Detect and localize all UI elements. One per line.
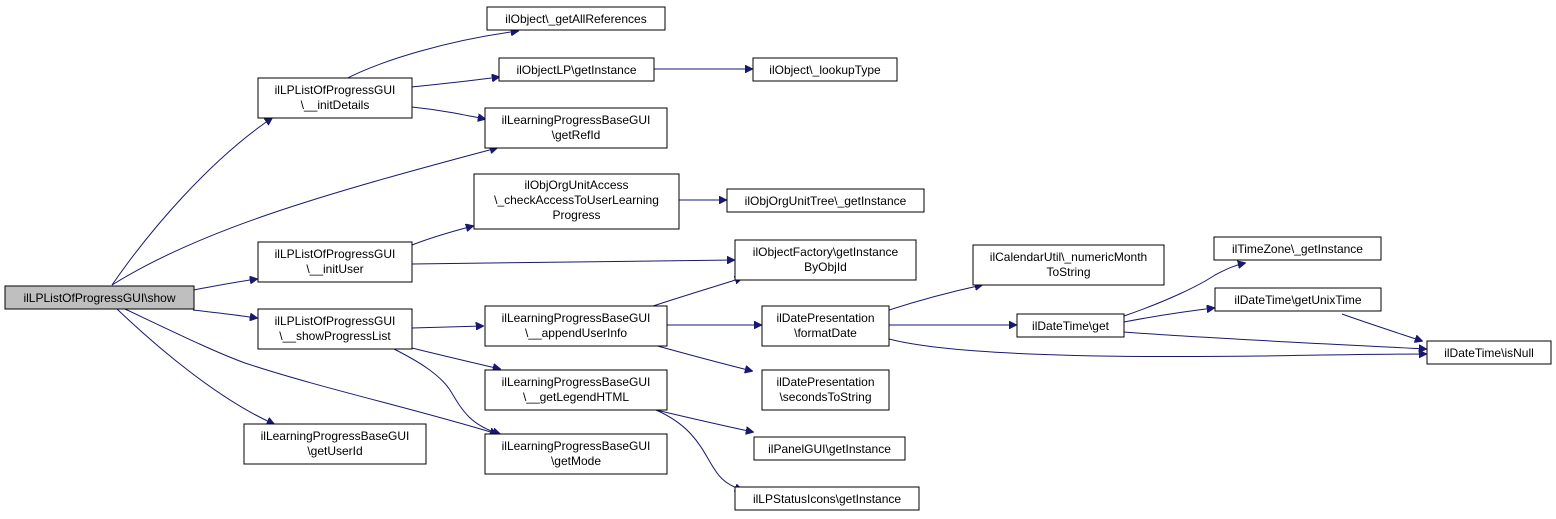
node-label: ilObjOrgUnitTree\_getInstance: [745, 194, 907, 208]
node-label: \__initUser: [306, 262, 363, 276]
node-label: \__initDetails: [301, 98, 370, 112]
node-unixTime[interactable]: ilDateTime\getUnixTime: [1214, 287, 1382, 312]
node-isNull[interactable]: ilDateTime\isNull: [1426, 340, 1552, 365]
edge-formatDate-isNull: [888, 338, 1426, 357]
node-label: ilLPListOfProgressGUI\show: [23, 291, 175, 305]
edge-show-initDetails: [111, 118, 272, 286]
edge-initUser-objectFactory: [411, 260, 734, 265]
node-numericMonth[interactable]: ilCalendarUtil\_numericMonth ToString: [972, 244, 1165, 286]
edge-showProgressList-legend: [411, 347, 500, 369]
node-panelGUI[interactable]: ilPanelGUI\getInstance: [753, 436, 906, 461]
node-label: ilLPListOfProgressGUI: [275, 83, 396, 97]
node-label: ilLearningProgressBaseGUI: [502, 311, 651, 325]
node-getLegendHTML[interactable]: ilLearningProgressBaseGUI \__getLegendHT…: [484, 369, 668, 411]
node-label: \getRefId: [552, 128, 601, 142]
edge-formatDate-numericMonth: [888, 285, 982, 311]
node-initDetails[interactable]: ilLPListOfProgressGUI \__initDetails: [257, 77, 413, 119]
node-dateTimeGet[interactable]: ilDateTime\get: [1016, 313, 1125, 338]
edge-unixTime-isNull: [1341, 313, 1422, 341]
node-label: ilObjectLP\getInstance: [516, 63, 636, 77]
node-statusIcons[interactable]: ilLPStatusIcons\getInstance: [734, 486, 920, 511]
edge-showProgressList-appendUserInfo: [411, 326, 483, 328]
edge-appendUserInfo-secondsToString: [653, 344, 752, 371]
node-getRefId[interactable]: ilLearningProgressBaseGUI \getRefId: [484, 107, 668, 149]
node-label: Progress: [552, 208, 600, 222]
node-label: ilDateTime\isNull: [1444, 346, 1534, 360]
edge-show-getMode: [124, 308, 497, 434]
node-label: ilLearningProgressBaseGUI: [261, 429, 410, 443]
node-label: \__getLegendHTML: [523, 390, 629, 404]
edge-show-initUser: [192, 279, 257, 291]
node-label: \getUserId: [307, 444, 362, 458]
node-label: ilLearningProgressBaseGUI: [502, 375, 651, 389]
node-getUserId[interactable]: ilLearningProgressBaseGUI \getUserId: [243, 423, 427, 465]
node-label: ilLPStatusIcons\getInstance: [753, 492, 901, 506]
node-label: ilLPListOfProgressGUI: [275, 247, 396, 261]
edge-initDetails-getRefId: [411, 106, 485, 119]
node-show[interactable]: ilLPListOfProgressGUI\show: [4, 285, 195, 310]
node-label: ilLPListOfProgressGUI: [275, 314, 396, 328]
edge-initUser-checkAccess: [411, 226, 473, 246]
node-formatDate[interactable]: ilDatePresentation \formatDate: [761, 305, 890, 347]
node-label: ilDateTime\get: [1032, 319, 1110, 333]
node-label: ilObject\_lookupType: [769, 63, 881, 77]
node-initUser[interactable]: ilLPListOfProgressGUI \__initUser: [257, 241, 413, 283]
node-label: ilObjectFactory\getInstance: [753, 245, 899, 259]
node-lookupType[interactable]: ilObject\_lookupType: [752, 57, 898, 82]
node-label: ilPanelGUI\getInstance: [768, 442, 891, 456]
node-label: ByObjId: [804, 260, 847, 274]
edge-show-getUserId: [116, 308, 274, 424]
node-secondsToString[interactable]: ilDatePresentation \secondsToString: [761, 369, 890, 411]
node-timeZone[interactable]: ilTimeZone\_getInstance: [1213, 236, 1382, 261]
node-label: ilDatePresentation: [776, 311, 874, 325]
edge-dateTimeGet-timeZone: [1123, 263, 1245, 317]
node-appendUserInfo[interactable]: ilLearningProgressBaseGUI \__appendUserI…: [484, 305, 668, 347]
node-label: ilTimeZone\_getInstance: [1232, 242, 1363, 256]
node-label: \getMode: [551, 454, 601, 468]
edge-legend-statusIcons: [655, 409, 742, 490]
node-label: \_checkAccessToUserLearning: [494, 193, 659, 207]
node-label: \secondsToString: [779, 390, 871, 404]
node-getMode[interactable]: ilLearningProgressBaseGUI \getMode: [484, 433, 668, 475]
node-objectFactory[interactable]: ilObjectFactory\getInstance ByObjId: [734, 239, 917, 281]
node-label: ilObjOrgUnitAccess: [524, 178, 628, 192]
node-objectLPGetInstance[interactable]: ilObjectLP\getInstance: [498, 57, 655, 82]
node-orgUnitTree[interactable]: ilObjOrgUnitTree\_getInstance: [726, 188, 925, 213]
edge-show-getRefId: [111, 148, 497, 286]
edge-show-showProgressList: [192, 309, 257, 318]
node-showProgressList[interactable]: ilLPListOfProgressGUI \__showProgressLis…: [257, 308, 413, 350]
edge-showProgressList-getMode: [391, 347, 500, 434]
node-label: ilCalendarUtil\_numericMonth: [990, 250, 1147, 264]
node-label: \__appendUserInfo: [525, 326, 627, 340]
edge-dateTimeGet-isNull: [1123, 331, 1426, 349]
edge-initDetails-getAllReferences: [339, 31, 518, 83]
edge-legend-panelGUI: [655, 409, 753, 432]
edge-appendUserInfo-objectFactory: [649, 278, 742, 308]
edge-dateTimeGet-unixTime: [1123, 308, 1214, 323]
node-label: \formatDate: [794, 326, 857, 340]
node-label: ToString: [1046, 265, 1090, 279]
node-label: \__showProgressList: [279, 329, 391, 343]
node-label: ilDatePresentation: [776, 375, 874, 389]
edges: [111, 31, 1426, 490]
node-label: ilLearningProgressBaseGUI: [502, 113, 651, 127]
node-label: ilObject\_getAllReferences: [505, 12, 646, 26]
node-checkAccess[interactable]: ilObjOrgUnitAccess \_checkAccessToUserLe…: [473, 173, 680, 230]
edge-initDetails-objectLP: [411, 77, 499, 88]
node-label: ilDateTime\getUnixTime: [1234, 293, 1361, 307]
node-getAllReferences[interactable]: ilObject\_getAllReferences: [486, 6, 666, 31]
node-label: ilLearningProgressBaseGUI: [502, 439, 651, 453]
